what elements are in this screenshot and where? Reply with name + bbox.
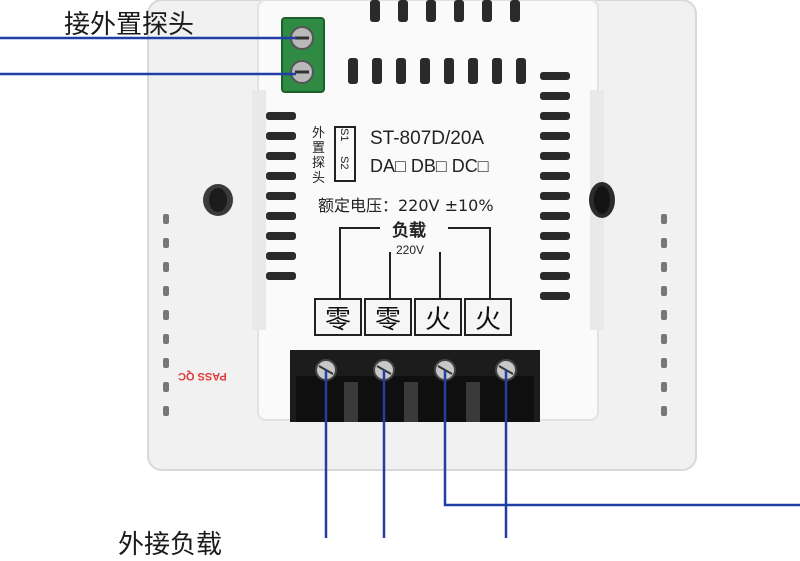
panel-right-vents: [540, 72, 570, 300]
probe-s1: S1: [338, 128, 350, 142]
rated-voltage: 额定电压：220V ±10%: [318, 196, 494, 215]
load-diagram-lines: [339, 227, 491, 298]
right-side-slots: [661, 214, 667, 416]
probe-vertical-4: 头: [312, 170, 326, 185]
wires: [0, 36, 800, 538]
model-variants: DA□ DB□ DC□: [370, 156, 489, 176]
external-probe-label: 接外置探头: [64, 10, 195, 40]
left-side-slots: [163, 214, 169, 416]
load-header: 负载: [392, 221, 426, 241]
qc-pass-stamp: PASS QC: [178, 370, 227, 382]
top-vent-slots: [348, 0, 526, 84]
terminal-label-neutral-1: 零: [314, 298, 362, 336]
probe-vertical-3: 探: [312, 155, 326, 170]
terminal-label-live-2: 火: [464, 298, 512, 336]
terminal-label-neutral-2: 零: [364, 298, 412, 336]
probe-s2: S2: [338, 156, 350, 170]
panel-left-vents: [266, 112, 296, 280]
probe-vertical-2: 置: [312, 140, 326, 155]
probe-terminal-box: [334, 126, 356, 182]
terminal-label-live-1: 火: [414, 298, 462, 336]
external-load-label: 外接负载: [118, 530, 223, 560]
model-number: ST-807D/20A: [370, 128, 485, 149]
probe-vertical-1: 外: [312, 125, 326, 140]
voltage-tag: 220V: [396, 243, 425, 257]
